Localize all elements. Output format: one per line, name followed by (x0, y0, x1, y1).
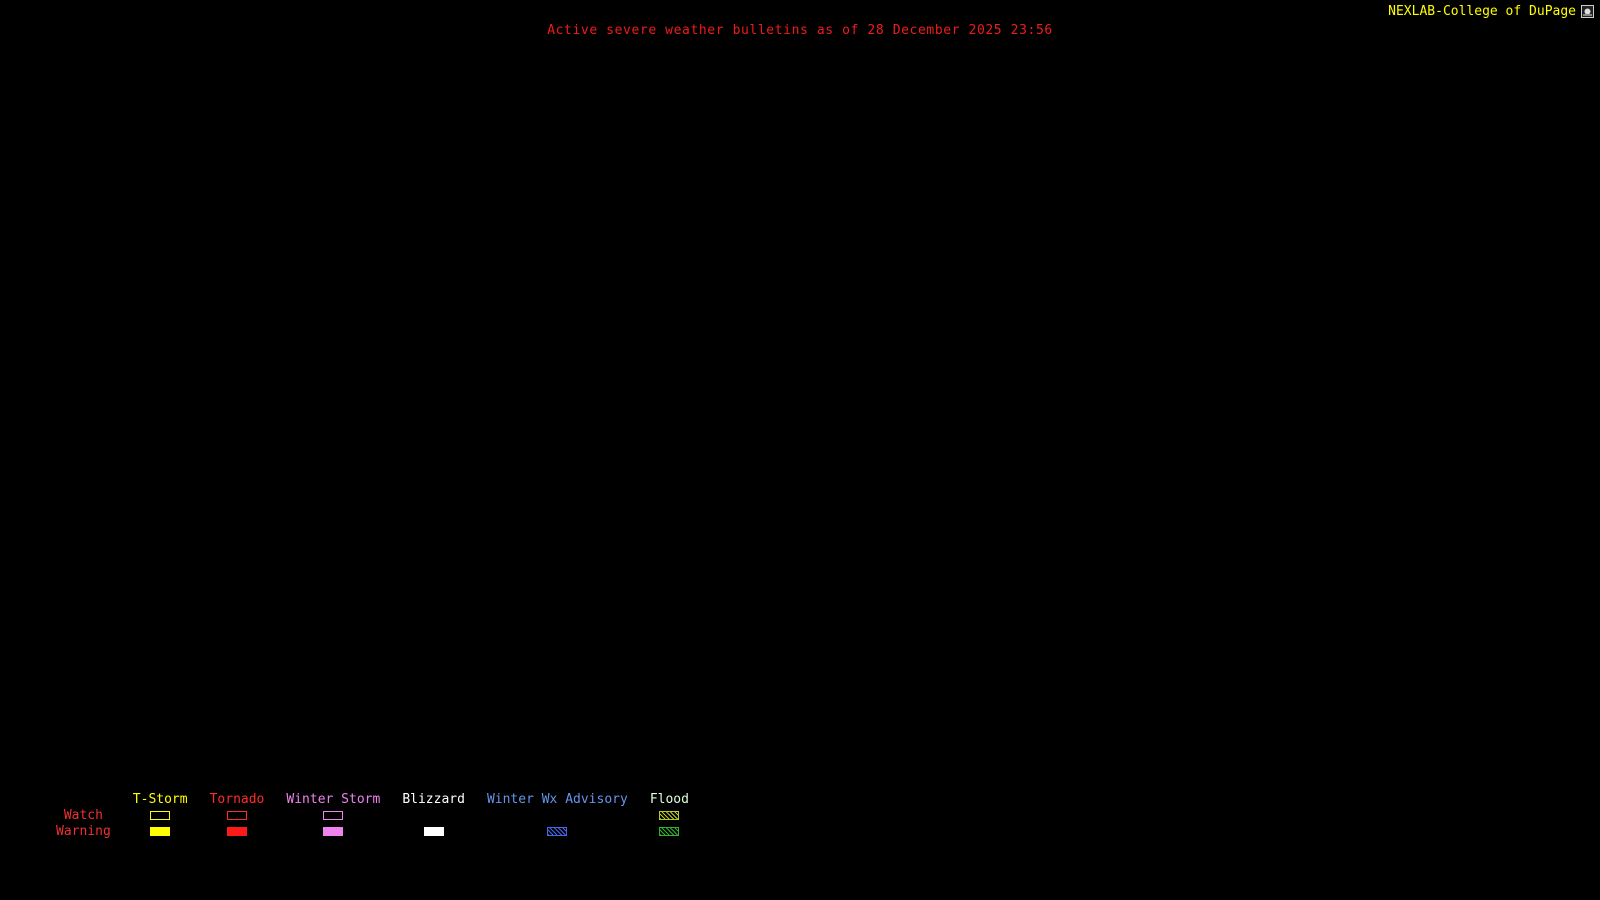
winter-storm-watch-swatch (323, 810, 344, 820)
legend-column-tornado: Tornado (209, 791, 265, 840)
legend-label-tornado: Tornado (209, 791, 265, 807)
legend-label-winter-storm: Winter Storm (286, 791, 381, 807)
nexlab-logo-icon (1581, 5, 1594, 18)
attribution-text: NEXLAB-College of DuPage (1388, 4, 1576, 19)
blizzard-warning-swatch (423, 826, 444, 836)
legend-column-winter-wx-advisory: Winter Wx Advisory (487, 792, 628, 840)
legend-columns: T-Storm Tornado Winter Storm Blizzard Winter… (133, 792, 689, 840)
flood-warning-swatch (659, 826, 680, 836)
legend-column-t-storm: T-Storm (133, 792, 188, 840)
legend-warning-label: Warning (56, 823, 111, 839)
legend: Watch Warning T-Storm Tornado Winter Storm… (56, 792, 689, 840)
legend-label-flood: Flood (649, 791, 689, 807)
t-storm-watch-swatch (150, 810, 171, 820)
legend-label-blizzard: Blizzard (402, 791, 465, 807)
legend-column-flood: Flood (650, 792, 689, 840)
legend-column-winter-storm: Winter Storm (286, 792, 380, 840)
legend-column-blizzard: Blizzard (402, 792, 465, 840)
tornado-watch-swatch (226, 810, 247, 820)
page-title: Active severe weather bulletins as of 28… (547, 23, 1053, 38)
flood-watch-swatch (659, 810, 680, 820)
legend-row-labels: Watch Warning (56, 792, 111, 840)
attribution: NEXLAB-College of DuPage (1388, 4, 1594, 19)
tornado-warning-swatch (226, 826, 247, 836)
winter-wx-advisory-warning-swatch (547, 826, 568, 836)
t-storm-warning-swatch (150, 826, 171, 836)
winter-storm-warning-swatch (323, 826, 344, 836)
legend-label-t-storm: T-Storm (132, 791, 188, 807)
legend-label-winter-wx-advisory: Winter Wx Advisory (486, 791, 628, 807)
legend-watch-label: Watch (63, 807, 103, 823)
